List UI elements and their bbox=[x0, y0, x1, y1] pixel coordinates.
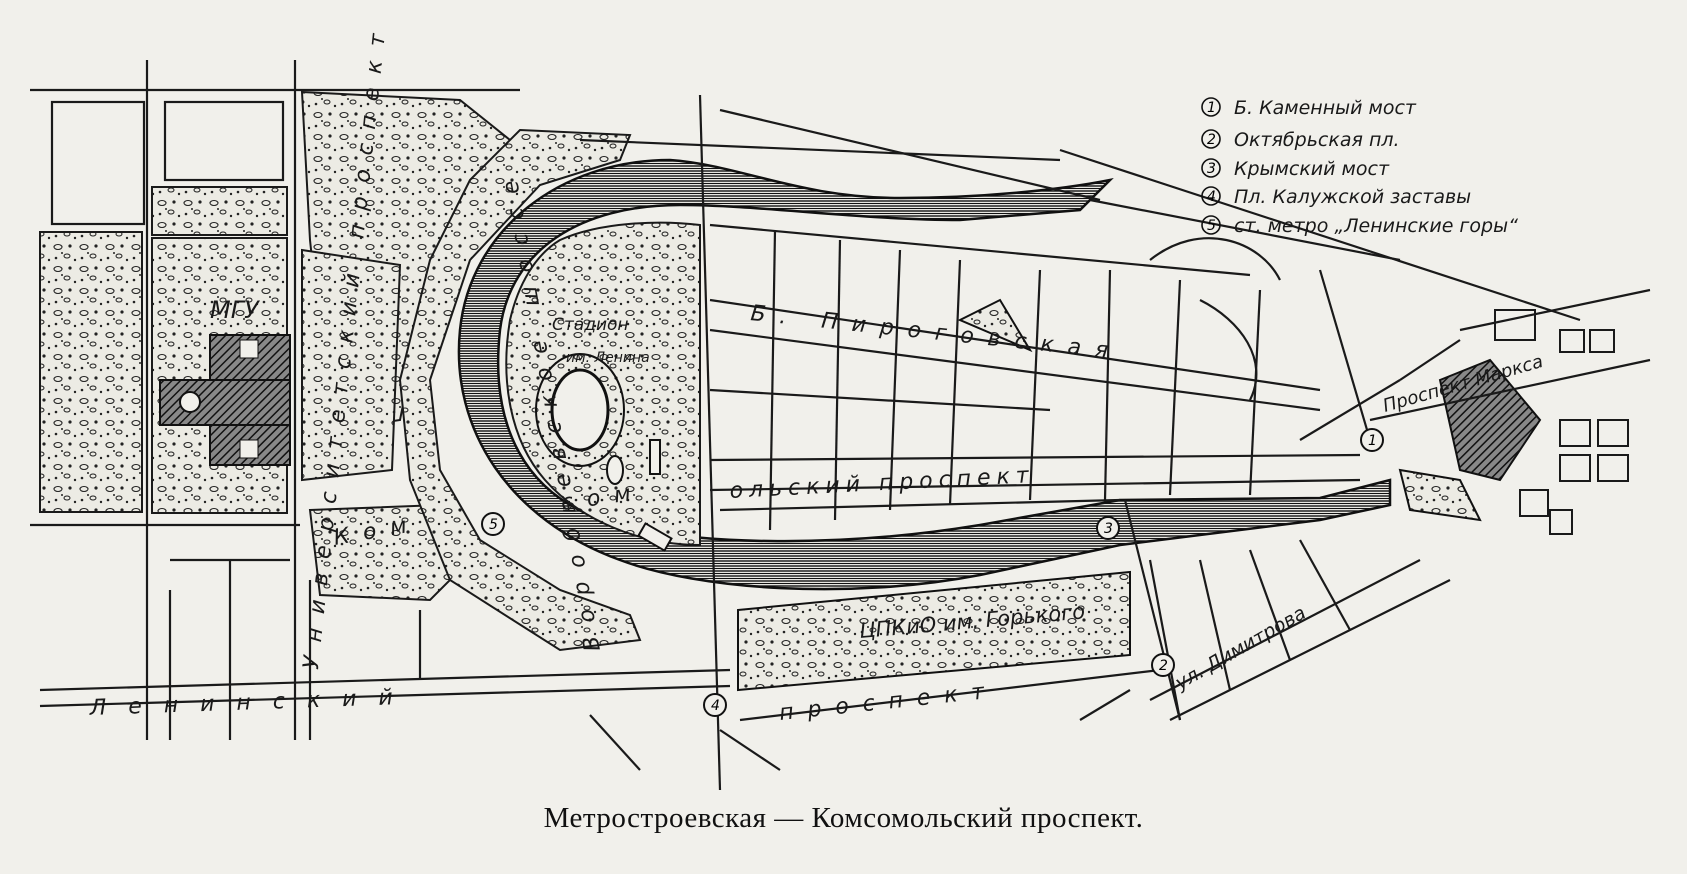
marker-5-label: 5 bbox=[489, 517, 498, 533]
legend-num-2: 2 bbox=[1207, 132, 1216, 148]
east-blocks bbox=[1494, 309, 1629, 535]
label-leninsky-b: проспект bbox=[778, 678, 999, 726]
legend-item-2: 2 Октябрьская пл. bbox=[1201, 129, 1400, 151]
legend-item-5: 5 ст. метро „Ленинские горы“ bbox=[1201, 215, 1518, 237]
marker-3-label: 3 bbox=[1104, 521, 1113, 537]
label-komsomolsky-c: ольский проспект bbox=[729, 463, 1035, 504]
stadium-area bbox=[505, 221, 701, 552]
legend-text-1: Б. Каменный мост bbox=[1234, 97, 1417, 119]
label-pirogovskaya: Б. Пироговская bbox=[749, 301, 1123, 365]
label-stadium-line2: им. Ленина bbox=[566, 350, 650, 366]
legend-text-2: Октябрьская пл. bbox=[1234, 129, 1400, 151]
marker-2-label: 2 bbox=[1159, 658, 1168, 674]
marker-1: 1 bbox=[1360, 428, 1384, 452]
legend-num-5: 5 bbox=[1207, 218, 1216, 234]
legend-item-3: 3 Крымский мост bbox=[1201, 158, 1390, 180]
marker-3: 3 bbox=[1096, 516, 1120, 540]
legend-item-4: 4 Пл. Калужской заставы bbox=[1201, 186, 1471, 208]
legend-num-4: 4 bbox=[1207, 189, 1216, 205]
marker-2: 2 bbox=[1151, 653, 1175, 677]
gorky-park bbox=[737, 298, 1542, 692]
map-caption: Метростроевская — Комсомольский проспект… bbox=[543, 802, 1144, 834]
marker-1-label: 1 bbox=[1368, 433, 1377, 449]
label-mgu: МГУ bbox=[210, 296, 260, 324]
marker-4: 4 bbox=[703, 693, 727, 717]
legend-num-3: 3 bbox=[1207, 161, 1216, 177]
label-stadium-line1: Стадион bbox=[552, 315, 629, 335]
map-legend: 1 Б. Каменный мост 2 Октябрьская пл. 3 К… bbox=[1201, 97, 1518, 237]
legend-text-5: ст. метро „Ленинские горы“ bbox=[1234, 215, 1518, 237]
marker-4-label: 4 bbox=[711, 698, 720, 714]
legend-text-3: Крымский мост bbox=[1234, 158, 1390, 180]
legend-item-1: 1 Б. Каменный мост bbox=[1201, 97, 1417, 119]
mgu-building bbox=[159, 334, 291, 466]
label-leninsky-a: Ленинский bbox=[88, 685, 415, 721]
legend-text-4: Пл. Калужской заставы bbox=[1234, 186, 1471, 208]
marker-5: 5 bbox=[481, 512, 505, 536]
label-dimitrova: ул. Димитрова bbox=[1171, 602, 1310, 695]
legend-num-1: 1 bbox=[1207, 100, 1216, 116]
street-grid bbox=[30, 60, 1651, 791]
